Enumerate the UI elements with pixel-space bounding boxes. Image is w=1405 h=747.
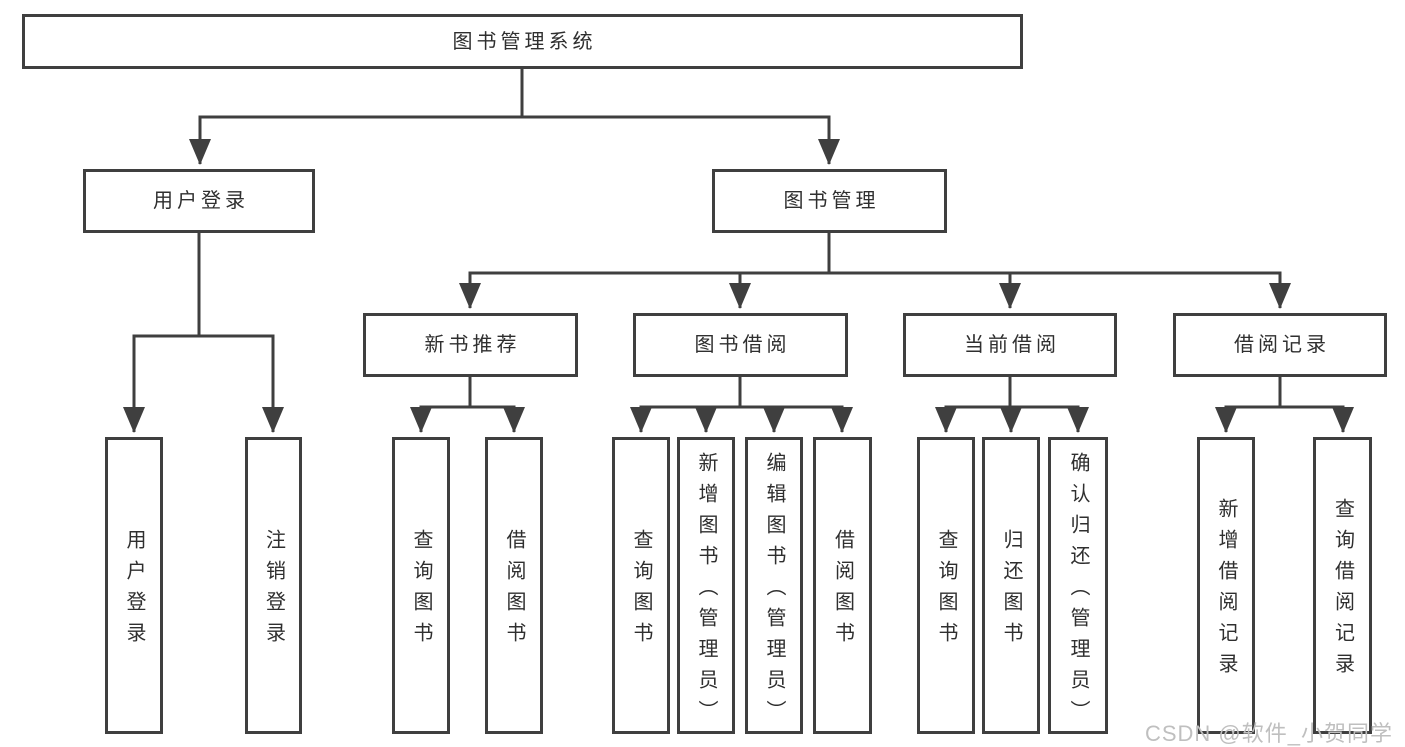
node-new-book-recommend: 新书推荐 [363,313,578,377]
leaf-query-book-recommend: 查询图书 [392,437,450,734]
node-label: 借阅记录 [1234,334,1330,356]
leaf-confirm-return-admin: 确认归还（管理员） [1048,437,1108,734]
node-label: 用户登录 [123,529,145,653]
node-label: 归还图书 [1000,529,1022,653]
node-current-borrow: 当前借阅 [903,313,1117,377]
node-label: 注销登录 [262,529,285,653]
leaf-borrow-book: 借阅图书 [813,437,872,734]
node-label: 新书推荐 [424,334,521,356]
node-label: 查询借阅记录 [1331,498,1354,684]
leaf-query-book-current: 查询图书 [917,437,975,734]
node-label: 新增图书（管理员） [695,451,717,731]
csdn-watermark: CSDN @软件_小贺同学 [1144,721,1393,746]
leaf-borrow-book-recommend: 借阅图书 [485,437,543,734]
leaf-user-login: 用户登录 [105,437,163,734]
leaf-logout: 注销登录 [245,437,302,734]
node-label: 新增借阅记录 [1215,498,1237,684]
node-label: 编辑图书（管理员） [763,451,785,731]
leaf-add-book-admin: 新增图书（管理员） [677,437,735,734]
node-book-borrow: 图书借阅 [633,313,848,377]
leaf-query-book-borrow: 查询图书 [612,437,670,734]
node-label: 借阅图书 [503,529,525,653]
node-label: 当前借阅 [964,334,1060,356]
node-label: 借阅图书 [831,529,854,653]
leaf-add-borrow-record: 新增借阅记录 [1197,437,1255,734]
leaf-edit-book-admin: 编辑图书（管理员） [745,437,803,734]
node-label: 图书管理系统 [452,30,597,53]
node-book-management: 图书管理 [712,169,947,233]
node-label: 确认归还（管理员） [1067,451,1089,731]
node-borrow-record: 借阅记录 [1173,313,1387,377]
leaf-query-borrow-record: 查询借阅记录 [1313,437,1372,734]
node-user-login: 用户登录 [83,169,315,233]
node-label: 图书管理 [783,190,880,212]
node-label: 图书借阅 [694,334,791,356]
node-label: 查询图书 [410,529,432,653]
leaf-return-book: 归还图书 [982,437,1040,734]
node-label: 用户登录 [153,190,249,212]
node-library-system: 图书管理系统 [22,14,1023,69]
node-label: 查询图书 [935,529,957,653]
node-label: 查询图书 [630,529,652,653]
